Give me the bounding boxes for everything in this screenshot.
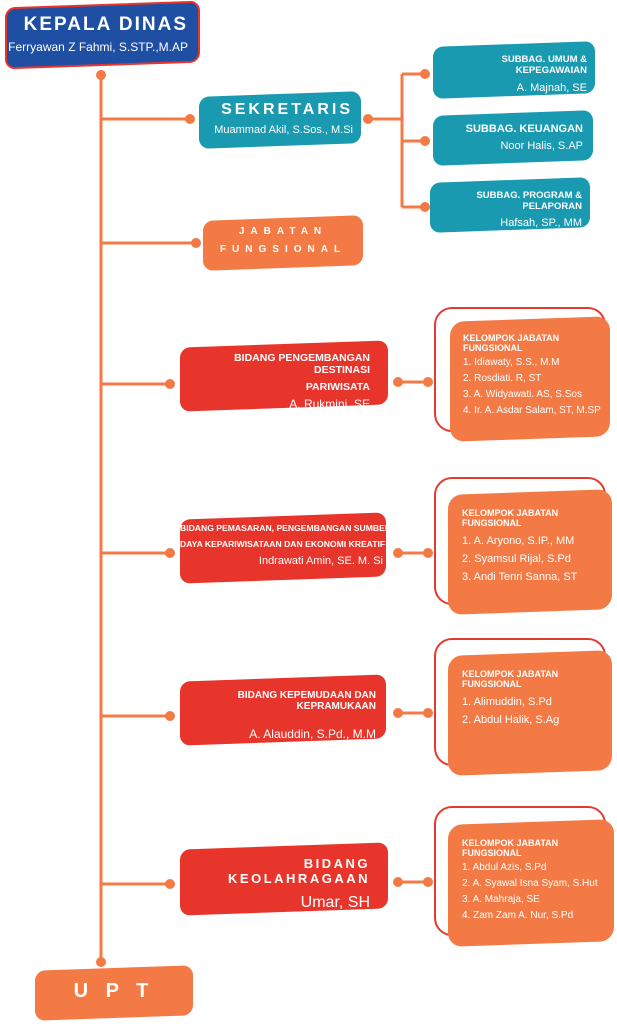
kelompok-2-member: 2. Syamsul Rijal, S.Pd bbox=[462, 553, 571, 565]
connector-dot bbox=[165, 711, 175, 721]
connector-dot bbox=[423, 708, 433, 718]
connector-dot bbox=[165, 379, 175, 389]
kelompok-2-member: 1. A. Aryono, S.IP., MM bbox=[462, 535, 575, 547]
bidang-keolahragaan-box: BIDANG KEOLAHRAGAAN Umar, SH bbox=[180, 842, 388, 916]
subbag-umum-box: SUBBAG. UMUM & KEPEGAWAIAN A. Majnah, SE bbox=[433, 41, 595, 99]
connector-dot bbox=[96, 70, 106, 80]
jabatan-line1: JABATAN bbox=[238, 226, 328, 237]
jabatan-line2: FUNGSIONAL bbox=[219, 244, 347, 255]
bidang-kepemudaan-box: BIDANG KEPEMUDAAN DAN KEPRAMUKAAN A. Ala… bbox=[180, 674, 386, 746]
bidang-destinasi-title1: BIDANG PENGEMBANGAN DESTINASI bbox=[234, 352, 370, 376]
kepala-dinas-name: Ferryawan Z Fahmi, S.STP.,M.AP bbox=[8, 40, 188, 54]
kelompok-4-member: 4. Zam Zam A. Nur, S.Pd bbox=[462, 910, 574, 921]
connector-dot bbox=[96, 957, 106, 967]
bidang-kepemudaan-title1: BIDANG KEPEMUDAAN DAN KEPRAMUKAAN bbox=[237, 690, 376, 712]
bidang-pemasaran-title1: BIDANG PEMASARAN, PENGEMBANGAN SUMBER bbox=[180, 523, 392, 533]
connector-dot bbox=[423, 548, 433, 558]
connector-dot bbox=[363, 114, 373, 124]
subbag-keuangan-name: Noor Halis, S.AP bbox=[500, 140, 583, 152]
kelompok-4-member: 1. Abdul Azis, S.Pd bbox=[462, 862, 547, 873]
kelompok-2-title: KELOMPOK JABATAN FUNGSIONAL bbox=[462, 508, 559, 528]
bidang-destinasi-box: BIDANG PENGEMBANGAN DESTINASI PARIWISATA… bbox=[180, 340, 388, 412]
bidang-destinasi-title2: PARIWISATA bbox=[305, 381, 370, 393]
bidang-pemasaran-name: Indrawati Amin, SE. M. Si bbox=[258, 555, 383, 567]
subbag-umum-title: SUBBAG. UMUM & KEPEGAWAIAN bbox=[501, 54, 588, 76]
kelompok-3-box: KELOMPOK JABATAN FUNGSIONAL 1. Alimuddin… bbox=[448, 650, 612, 776]
connector-dot bbox=[423, 877, 433, 887]
bidang-kepemudaan-name: A. Alauddin, S.Pd., M.M bbox=[249, 727, 376, 741]
connector-dot bbox=[393, 877, 403, 887]
kelompok-1-member: 1. Idiawaty, S.S., M.M bbox=[463, 357, 560, 368]
sekretaris-box: SEKRETARIS Muammad Akil, S.Sos., M.Si bbox=[199, 91, 361, 149]
sekretaris-title: SEKRETARIS bbox=[221, 101, 353, 118]
kepala-dinas-box: KEPALA DINAS Ferryawan Z Fahmi, S.STP.,M… bbox=[5, 0, 200, 70]
kelompok-4-member: 2. A. Syawal Isna Syam, S.Hut bbox=[462, 878, 598, 889]
kelompok-1-member: 3. A. Widyawati. AS, S.Sos bbox=[463, 389, 582, 400]
connector-dot bbox=[393, 708, 403, 718]
kelompok-3-member: 2. Abdul Halik, S.Ag bbox=[462, 714, 560, 726]
subbag-keuangan-box: SUBBAG. KEUANGAN Noor Halis, S.AP bbox=[433, 110, 593, 166]
kelompok-1-member: 4. Ir. A. Asdar Salam, ST, M.SP bbox=[463, 405, 601, 416]
upt-box: U P T bbox=[35, 965, 193, 1021]
kelompok-3-title: KELOMPOK JABATAN FUNGSIONAL bbox=[462, 669, 559, 689]
bidang-destinasi-name: A. Rukmini, SE bbox=[289, 397, 370, 411]
kelompok-4-title: KELOMPOK JABATAN FUNGSIONAL bbox=[462, 838, 559, 858]
connector-dot bbox=[165, 879, 175, 889]
bidang-keolahragaan-name: Umar, SH bbox=[300, 894, 370, 911]
connector-dot bbox=[420, 136, 430, 146]
kelompok-2-box: KELOMPOK JABATAN FUNGSIONAL 1. A. Aryono… bbox=[448, 489, 612, 615]
kelompok-1-title: KELOMPOK JABATAN FUNGSIONAL bbox=[463, 333, 560, 353]
connector-dot bbox=[191, 238, 201, 248]
bidang-pemasaran-box: BIDANG PEMASARAN, PENGEMBANGAN SUMBER DA… bbox=[180, 512, 392, 584]
connector-dot bbox=[165, 548, 175, 558]
kepala-dinas-title: KEPALA DINAS bbox=[23, 14, 188, 35]
jabatan-fungsional-box: JABATAN FUNGSIONAL bbox=[203, 215, 363, 271]
upt-title: U P T bbox=[73, 980, 155, 1002]
subbag-program-title: SUBBAG. PROGRAM & PELAPORAN bbox=[476, 190, 582, 212]
subbag-program-name: Hafsah, SP., MM bbox=[500, 217, 582, 229]
bidang-pemasaran-title2: DAYA KEPARIWISATAAN DAN EKONOMI KREATIF bbox=[180, 539, 386, 549]
subbag-keuangan-title: SUBBAG. KEUANGAN bbox=[465, 123, 583, 135]
connector-dot bbox=[393, 377, 403, 387]
connector-dot bbox=[185, 114, 195, 124]
kelompok-1-member: 2. Rosdiati. R, ST bbox=[463, 373, 542, 384]
sekretaris-name: Muammad Akil, S.Sos., M.Si bbox=[214, 124, 353, 136]
kelompok-1-box: KELOMPOK JABATAN FUNGSIONAL 1. Idiawaty,… bbox=[450, 316, 610, 442]
connector-dot bbox=[423, 377, 433, 387]
bidang-keolahragaan-title1: BIDANG KEOLAHRAGAAN bbox=[228, 856, 370, 886]
connector-dot bbox=[420, 202, 430, 212]
kelompok-4-member: 3. A. Mahraja, SE bbox=[462, 894, 540, 905]
connector-dot bbox=[420, 69, 430, 79]
kelompok-2-member: 3. Andi Tenri Sanna, ST bbox=[462, 571, 578, 583]
kelompok-3-member: 1. Alimuddin, S.Pd bbox=[462, 696, 552, 708]
subbag-umum-name: A. Majnah, SE bbox=[516, 82, 587, 94]
subbag-program-box: SUBBAG. PROGRAM & PELAPORAN Hafsah, SP.,… bbox=[430, 177, 590, 233]
kelompok-4-box: KELOMPOK JABATAN FUNGSIONAL 1. Abdul Azi… bbox=[448, 819, 614, 947]
connector-dot bbox=[393, 548, 403, 558]
